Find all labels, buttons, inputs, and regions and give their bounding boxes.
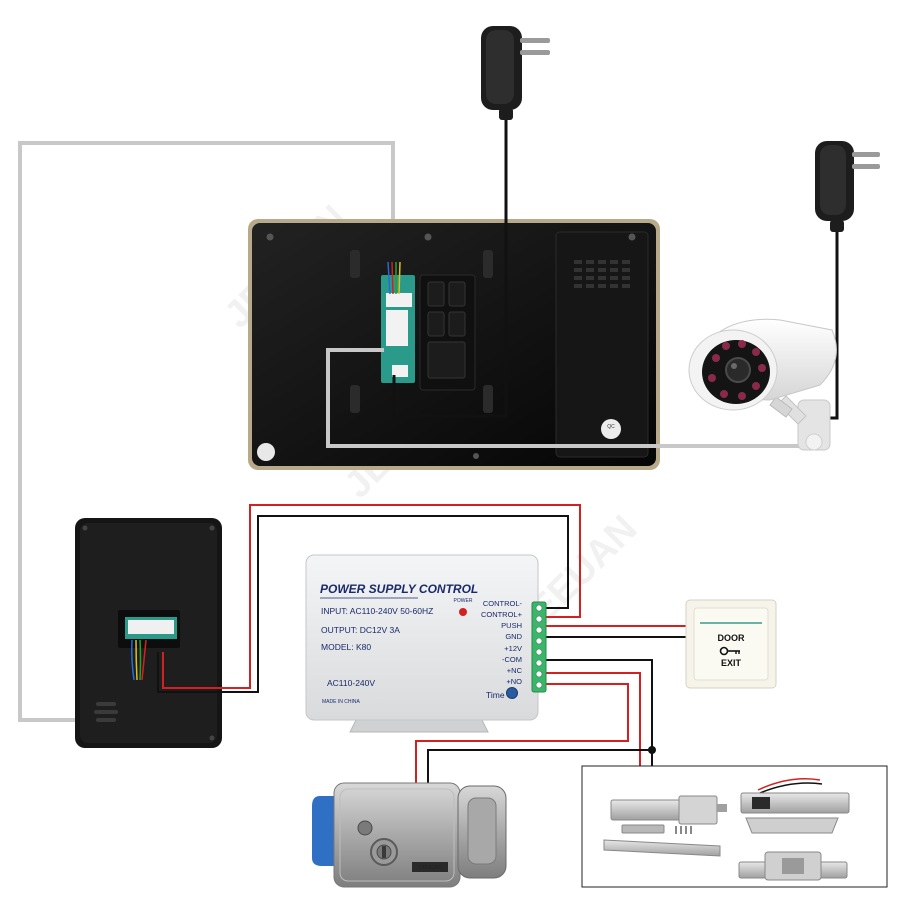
gray-cable-camera bbox=[326, 348, 812, 448]
black-wire-psu-to-locks bbox=[546, 659, 653, 766]
time-adjust-knob bbox=[506, 687, 518, 699]
outdoor-connector-wires bbox=[131, 639, 147, 681]
power-led-label: POWER bbox=[454, 598, 473, 604]
outdoor-speaker-grille bbox=[94, 702, 118, 722]
red-wire-psu-to-locks bbox=[546, 672, 641, 766]
red-wire-outdoor-to-psu bbox=[162, 504, 581, 689]
monitor-panel-right bbox=[555, 231, 649, 458]
terminal-label: +NC bbox=[507, 666, 523, 675]
terminal-label: +NO bbox=[506, 677, 522, 686]
psu-time-label: Time bbox=[486, 690, 505, 700]
exit-button-exit-text: EXIT bbox=[721, 658, 742, 668]
qc-label: QC bbox=[607, 424, 615, 430]
monitor-sticker bbox=[257, 443, 275, 461]
psu-made-in: MADE IN CHINA bbox=[322, 699, 360, 705]
lock-brand: COUGAR bbox=[419, 865, 441, 871]
power-adapter-monitor bbox=[392, 26, 550, 418]
black-wire-outdoor-to-psu bbox=[157, 515, 569, 693]
lock-blue-cover bbox=[312, 796, 340, 866]
other-locks-panel bbox=[581, 765, 888, 888]
terminal-label: +12V bbox=[504, 644, 522, 653]
psu-title: POWER SUPPLY CONTROL bbox=[320, 582, 478, 596]
terminal-label: CONTROL+ bbox=[481, 610, 523, 619]
terminal-block bbox=[531, 601, 547, 693]
key-icon bbox=[719, 646, 740, 656]
indoor-monitor: QC bbox=[248, 219, 660, 470]
monitor-connector-wires bbox=[387, 261, 401, 295]
terminal-label: GND bbox=[505, 632, 522, 641]
electric-rim-lock: COUGAR bbox=[312, 782, 507, 888]
power-led bbox=[459, 608, 467, 616]
exit-button-door-text: DOOR bbox=[718, 633, 746, 643]
lock-button bbox=[357, 820, 373, 836]
speaker-grille bbox=[574, 260, 630, 288]
qc-sticker bbox=[601, 419, 621, 439]
power-supply-control-box: POWER SUPPLY CONTROL POWER INPUT: AC110-… bbox=[305, 554, 547, 733]
power-adapter-camera bbox=[815, 141, 880, 420]
terminal-label: CONTROL- bbox=[483, 599, 523, 608]
camera-ir-leds bbox=[708, 340, 766, 400]
magnetic-lock bbox=[740, 778, 850, 834]
psu-ac-label: AC110-240V bbox=[327, 678, 375, 688]
psu-output-spec: OUTPUT: DC12V 3A bbox=[321, 625, 400, 635]
camera-lens bbox=[725, 357, 751, 383]
electric-bolt-lock bbox=[603, 795, 727, 857]
power-cable-monitor bbox=[392, 120, 508, 418]
terminal-screws bbox=[535, 604, 543, 689]
cctv-camera bbox=[688, 318, 837, 451]
wire-junction-dot bbox=[648, 746, 656, 754]
psu-input-spec: INPUT: AC110-240V 50-60HZ bbox=[321, 606, 433, 616]
terminal-label: PUSH bbox=[501, 621, 522, 630]
terminal-label: -COM bbox=[502, 655, 522, 664]
door-exit-button: DOOR EXIT bbox=[685, 599, 777, 689]
electric-strike-lock bbox=[738, 851, 848, 881]
power-cable-camera bbox=[816, 230, 839, 420]
black-wire-junction-to-electric-lock bbox=[427, 749, 652, 790]
outdoor-unit bbox=[75, 518, 222, 748]
psu-model: MODEL: K80 bbox=[321, 642, 371, 652]
red-wire-psu-to-electric-lock bbox=[415, 683, 629, 790]
